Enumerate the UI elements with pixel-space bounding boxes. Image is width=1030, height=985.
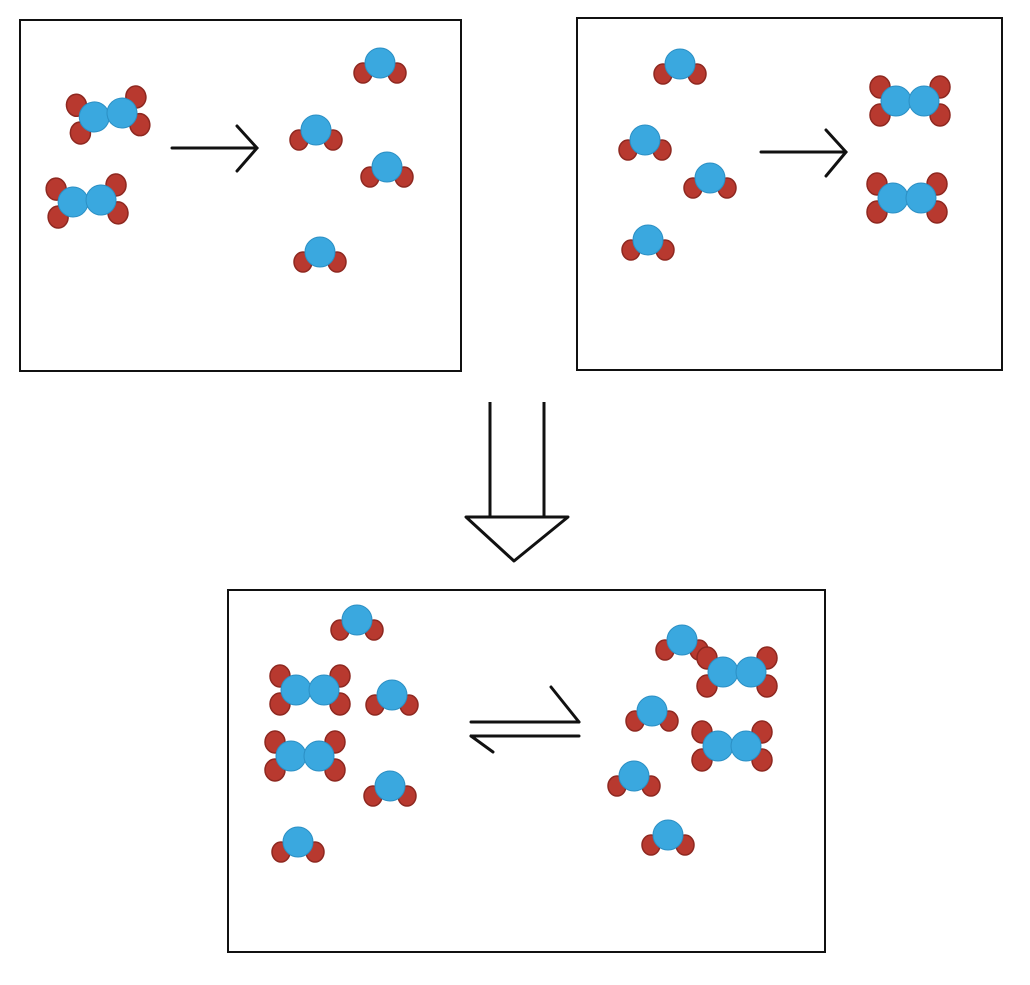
- n2o4-molecule: [696, 646, 778, 698]
- forward-reaction-panel: [19, 19, 462, 372]
- equilibrium-arrow: [469, 685, 581, 754]
- reverse-reaction-panel: [576, 17, 1003, 371]
- n2o4-molecule: [269, 664, 351, 716]
- n2o4-molecule: [866, 172, 948, 224]
- no2-molecule: [641, 819, 695, 856]
- no2-molecule: [607, 760, 661, 797]
- no2-molecule: [271, 826, 325, 863]
- forward-arrow: [170, 124, 260, 173]
- n2o4-molecule: [264, 730, 346, 782]
- no2-molecule: [618, 124, 672, 161]
- no2-molecule: [293, 236, 347, 273]
- no2-molecule: [683, 162, 737, 199]
- n2o4-molecule: [869, 75, 951, 127]
- no2-molecule: [363, 770, 417, 807]
- n2o4-molecule: [691, 720, 773, 772]
- panel1-reactants: [44, 83, 152, 230]
- no2-molecule: [360, 151, 414, 188]
- no2-molecule: [330, 604, 384, 641]
- no2-molecule: [625, 695, 679, 732]
- reverse-panel-arrow: [759, 128, 848, 178]
- equilibrium-panel: [227, 589, 826, 953]
- no2-molecule: [653, 48, 707, 85]
- equilibrium-products: [607, 624, 778, 856]
- n2o4-molecule: [44, 172, 130, 230]
- no2-molecule: [365, 679, 419, 716]
- equilibrium-reactants: [264, 604, 419, 863]
- panel2-products: [866, 75, 951, 224]
- n2o4-molecule: [64, 83, 152, 147]
- combine-arrow: [464, 402, 570, 563]
- no2-molecule: [289, 114, 343, 151]
- panel1-products: [289, 47, 414, 273]
- no2-molecule: [353, 47, 407, 84]
- no2-molecule: [621, 224, 675, 261]
- panel2-reactants: [618, 48, 737, 261]
